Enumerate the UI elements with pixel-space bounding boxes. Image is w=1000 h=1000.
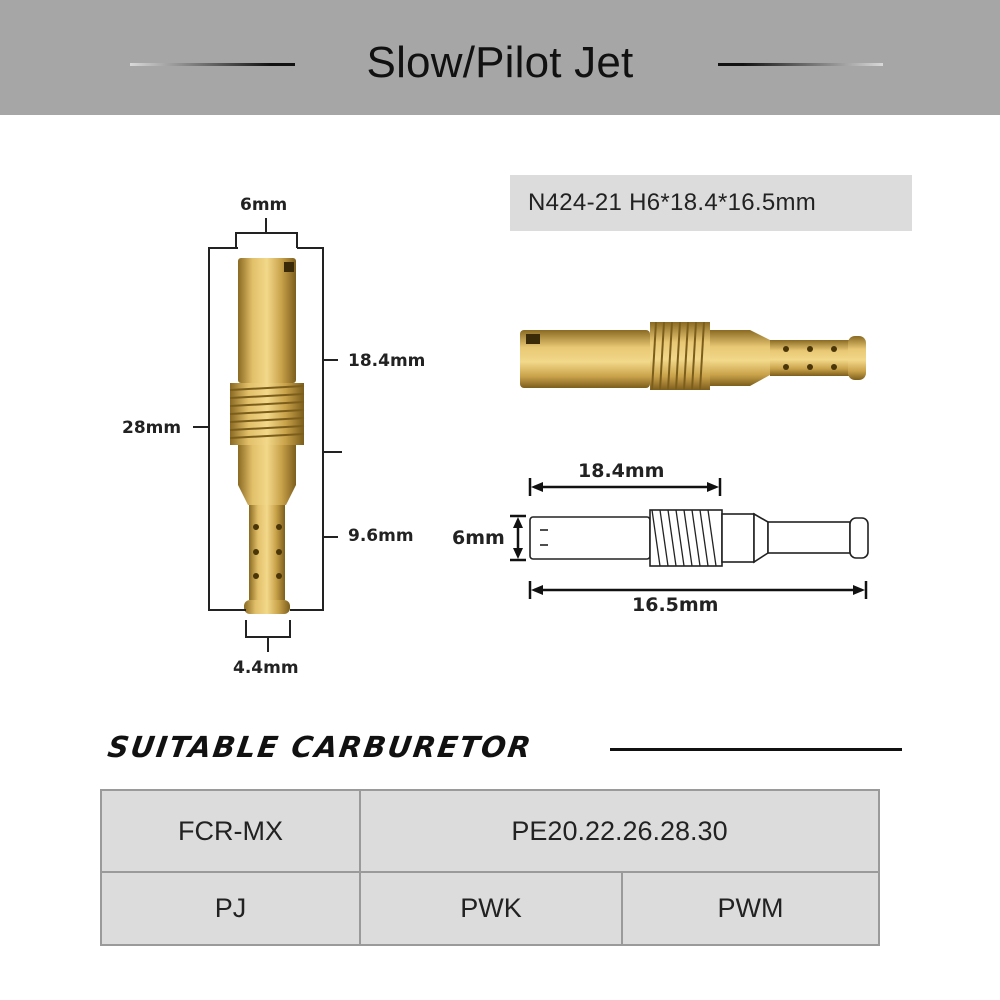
table-divider bbox=[359, 791, 361, 944]
dim-diameter: 6mm bbox=[452, 527, 505, 549]
section-title: SUITABLE CARBURETOR bbox=[105, 730, 535, 764]
table-cell: PWM bbox=[717, 893, 784, 923]
dim-tip-width: 4.4mm bbox=[233, 658, 299, 678]
jet-outline-drawing bbox=[529, 509, 869, 567]
header-rule-right bbox=[718, 63, 883, 66]
dim-top-width: 6mm bbox=[240, 195, 288, 215]
left-dimension-lines bbox=[193, 218, 342, 652]
table-divider bbox=[102, 871, 878, 873]
spec-box: N424-21 H6*18.4*16.5mm bbox=[510, 175, 912, 231]
dim-lower-length: 9.6mm bbox=[348, 526, 414, 546]
header-rule-left bbox=[130, 63, 295, 66]
table-cell: FCR-MX bbox=[178, 815, 283, 846]
dim-head-length: 18.4mm bbox=[578, 460, 665, 482]
section-rule bbox=[610, 748, 902, 751]
page-title: Slow/Pilot Jet bbox=[366, 38, 634, 87]
carburetor-table: FCR-MX PE20.22.26.28.30 PJ PWK PWM bbox=[100, 789, 880, 946]
jet-photo-vertical bbox=[229, 258, 305, 614]
table-cell: PE20.22.26.28.30 bbox=[511, 815, 728, 846]
jet-photo-horizontal bbox=[520, 321, 866, 391]
spec-label: N424-21 H6*18.4*16.5mm bbox=[528, 189, 817, 216]
dim-body-length: 16.5mm bbox=[632, 594, 719, 616]
header-band: Slow/Pilot Jet bbox=[0, 0, 1000, 115]
table-divider bbox=[621, 871, 623, 944]
dimension-arrowheads bbox=[513, 482, 865, 595]
table-cell: PJ bbox=[214, 893, 247, 923]
dim-upper-length: 18.4mm bbox=[348, 351, 426, 371]
dim-total-length: 28mm bbox=[122, 418, 182, 438]
table-cell: PWK bbox=[460, 893, 522, 923]
